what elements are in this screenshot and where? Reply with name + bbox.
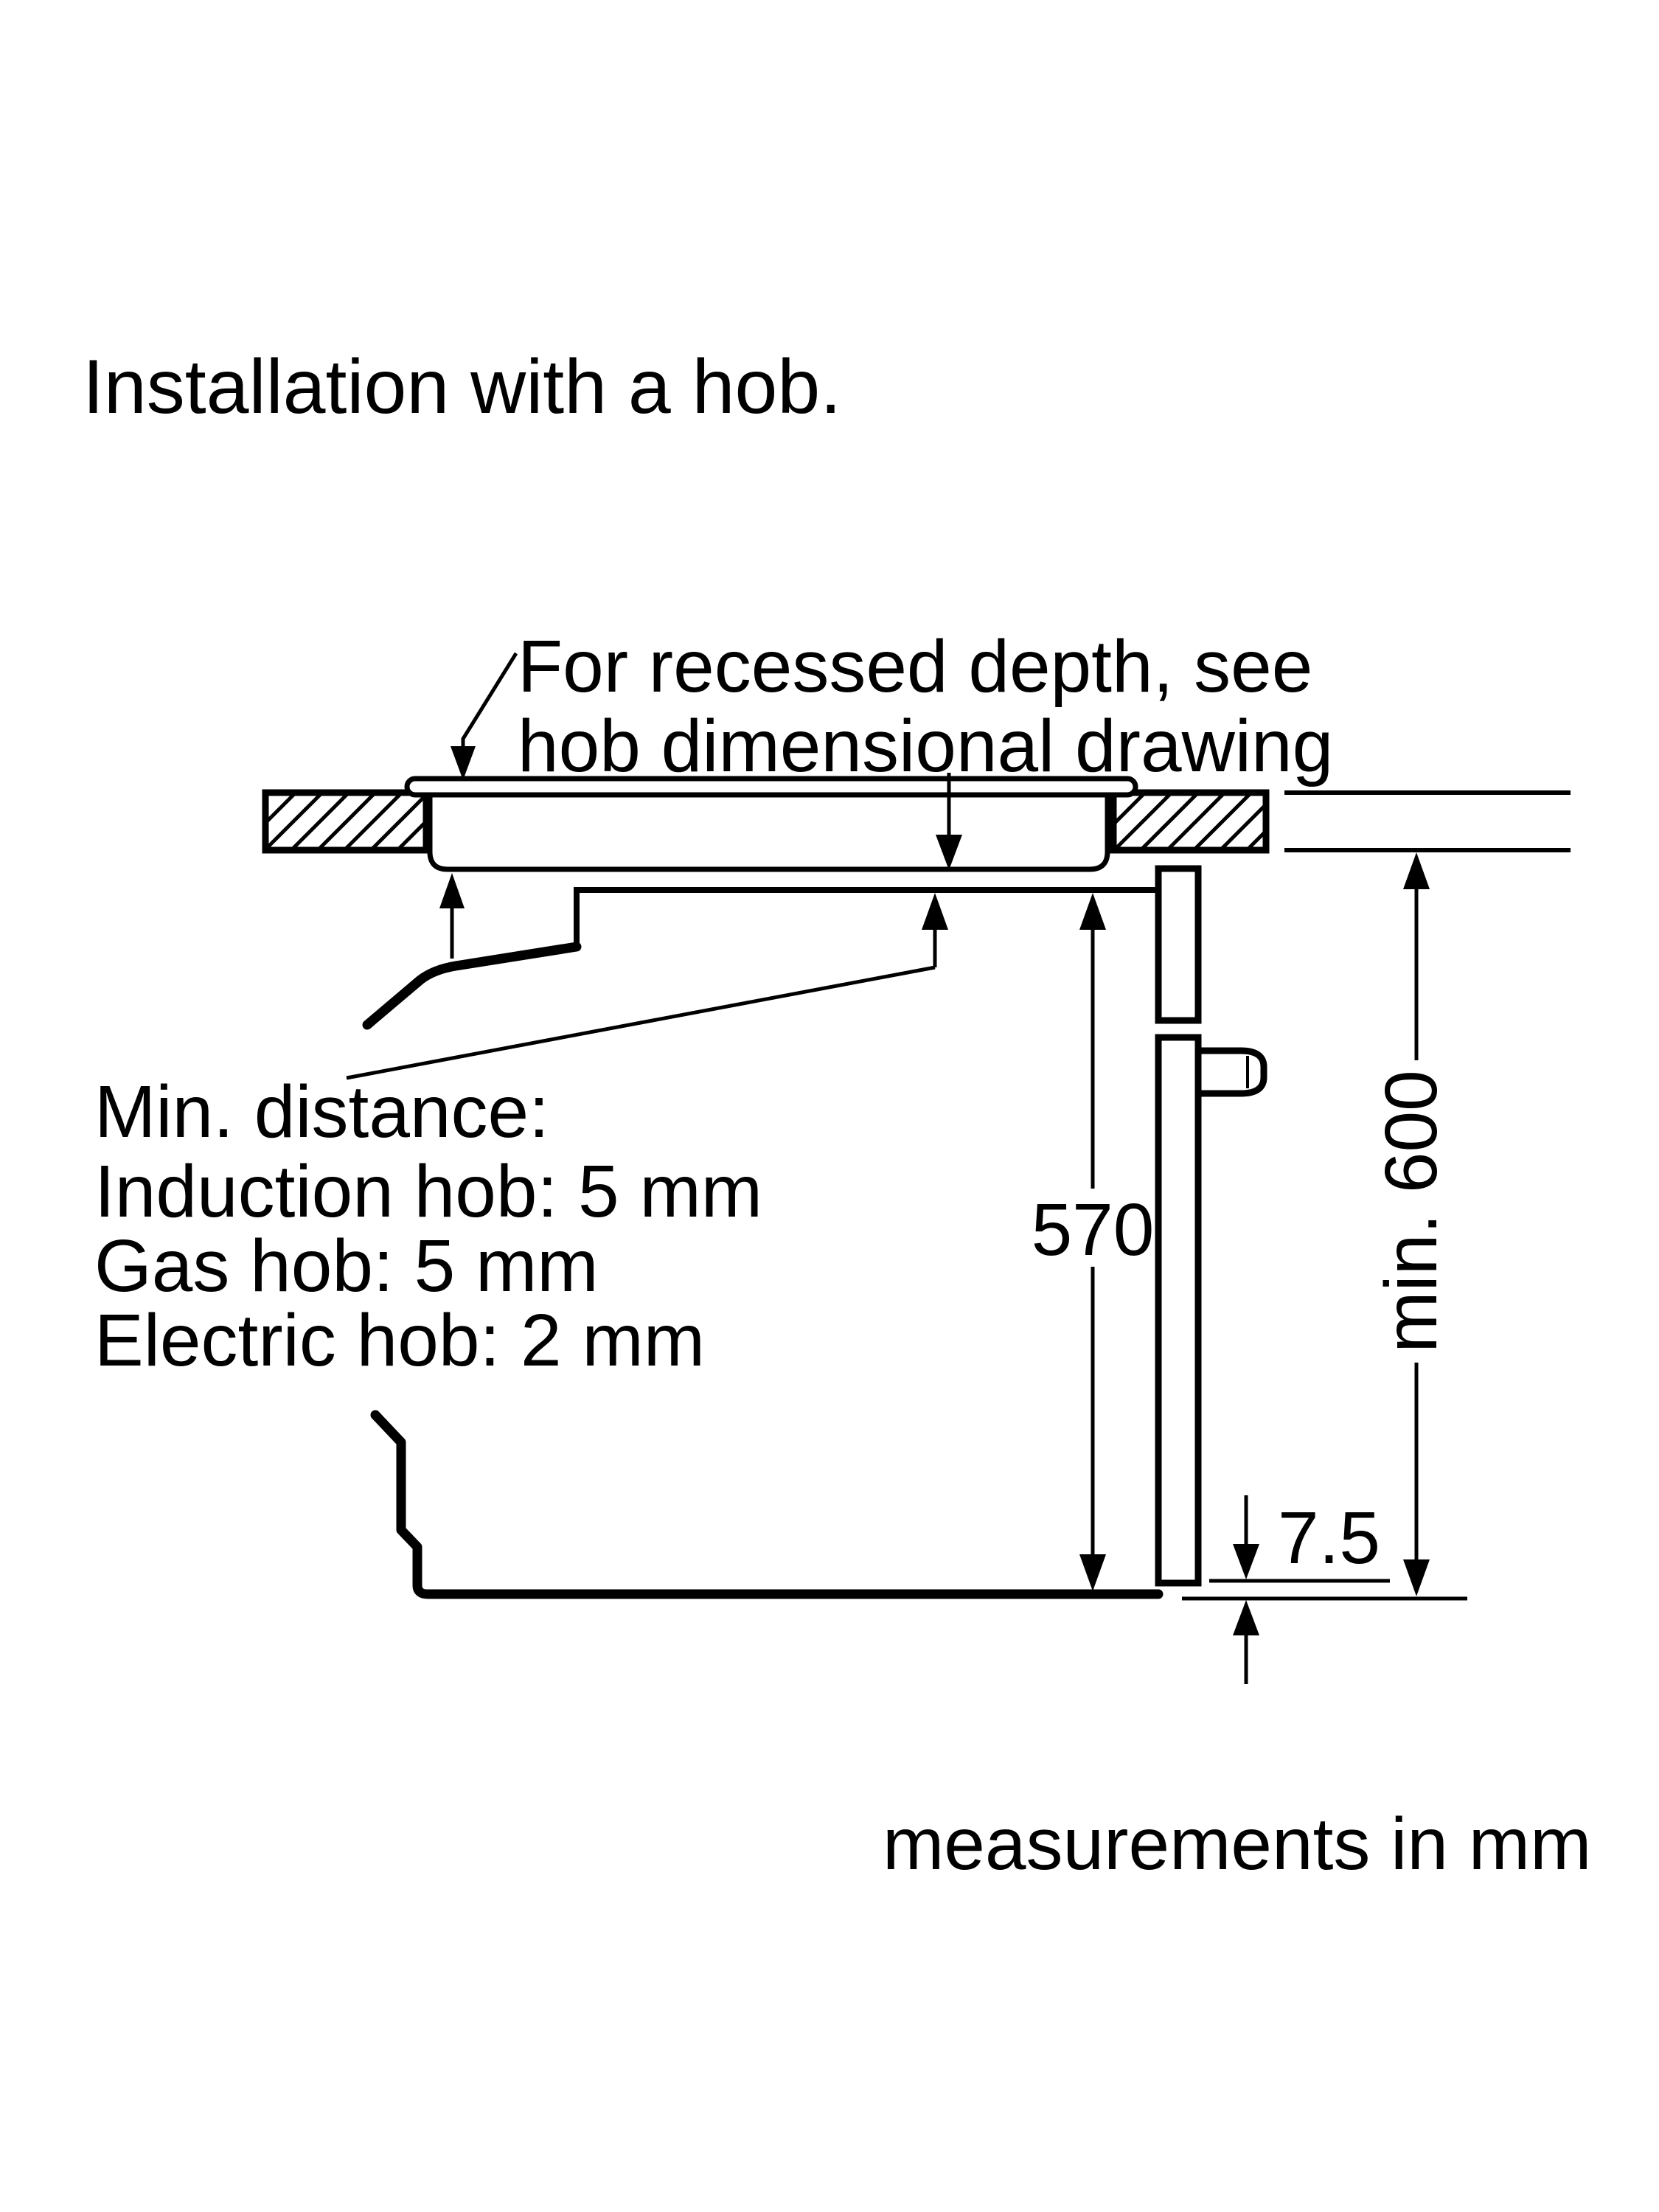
recessed-depth-arrowhead-icon	[936, 835, 962, 870]
min-distance-arrowhead-icon	[922, 893, 948, 930]
min-distance-note-line1: Min. distance:	[94, 1071, 549, 1153]
dimension-min-600: min. 600	[1370, 852, 1453, 1596]
dim-600-bottom-arrowhead-icon	[1403, 1559, 1430, 1596]
page-title: Installation with a hob.	[83, 344, 841, 430]
cabinet-upper-rail-profile	[362, 942, 582, 1030]
hob-recessed-tray	[427, 795, 1110, 872]
dim-570-bottom-arrowhead-icon	[1079, 1554, 1106, 1591]
oven-section	[362, 865, 1267, 1599]
hob-underside-arrowhead-icon	[439, 873, 465, 908]
recessed-depth-note-line1: For recessed depth, see	[518, 625, 1312, 708]
dim-75-label: 7.5	[1278, 1497, 1380, 1579]
cabinet-lower-profile	[370, 1410, 1164, 1599]
dim-570-label: 570	[1032, 1189, 1155, 1271]
dim-75-down-arrowhead-icon	[1233, 1544, 1259, 1579]
hob-section	[404, 776, 1138, 872]
units-footnote: measurements in mm	[883, 1803, 1591, 1885]
dim-600-top-arrowhead-icon	[1403, 852, 1430, 889]
oven-control-knob	[1194, 1047, 1267, 1097]
recessed-depth-note-line2: hob dimensional drawing	[518, 705, 1333, 787]
min-distance-note-line3: Gas hob: 5 mm	[94, 1225, 599, 1307]
hob-top-flange	[404, 776, 1138, 798]
min-distance-note-line4: Electric hob: 2 mm	[94, 1299, 705, 1382]
dim-600-label: min. 600	[1370, 1070, 1453, 1353]
dim-75-up-arrowhead-icon	[1233, 1600, 1259, 1635]
oven-door-panel	[1155, 1034, 1202, 1587]
min-distance-note-line2: Induction hob: 5 mm	[94, 1150, 762, 1233]
oven-control-panel	[1155, 865, 1202, 1024]
worktop-right-hatched-block	[1110, 789, 1270, 854]
worktop-left-hatched-block	[262, 789, 430, 854]
recessed-depth-leader-arrowhead-icon	[451, 746, 476, 780]
leader-arrows	[346, 652, 962, 1080]
worktop-section	[262, 789, 1571, 854]
dimension-7-5: 7.5	[1182, 1495, 1467, 1684]
recessed-depth-leader-line	[461, 652, 518, 746]
dim-570-top-arrowhead-icon	[1079, 893, 1106, 930]
min-distance-leader-line	[346, 965, 936, 1080]
dimension-570: 570	[1032, 893, 1155, 1591]
